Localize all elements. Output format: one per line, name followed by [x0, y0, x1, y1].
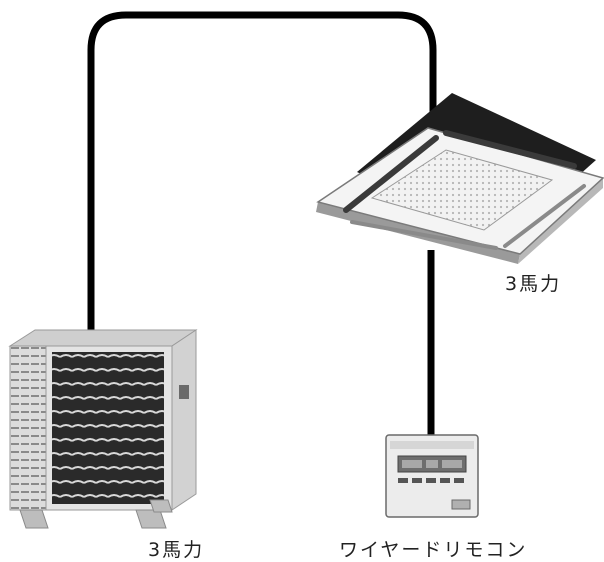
remote-controller-label: ワイヤードリモコン [339, 539, 528, 561]
wired-remote-controller-icon [385, 434, 479, 518]
connection-cables [87, 11, 437, 440]
outdoor-to-indoor-cable [87, 11, 437, 349]
outdoor-unit-capacity-label: 3馬力 [148, 539, 205, 561]
outdoor-condenser-unit-icon [8, 329, 198, 529]
indoor-unit-capacity-label: 3馬力 [505, 273, 562, 295]
ceiling-cassette-air-conditioner-icon [316, 93, 604, 264]
